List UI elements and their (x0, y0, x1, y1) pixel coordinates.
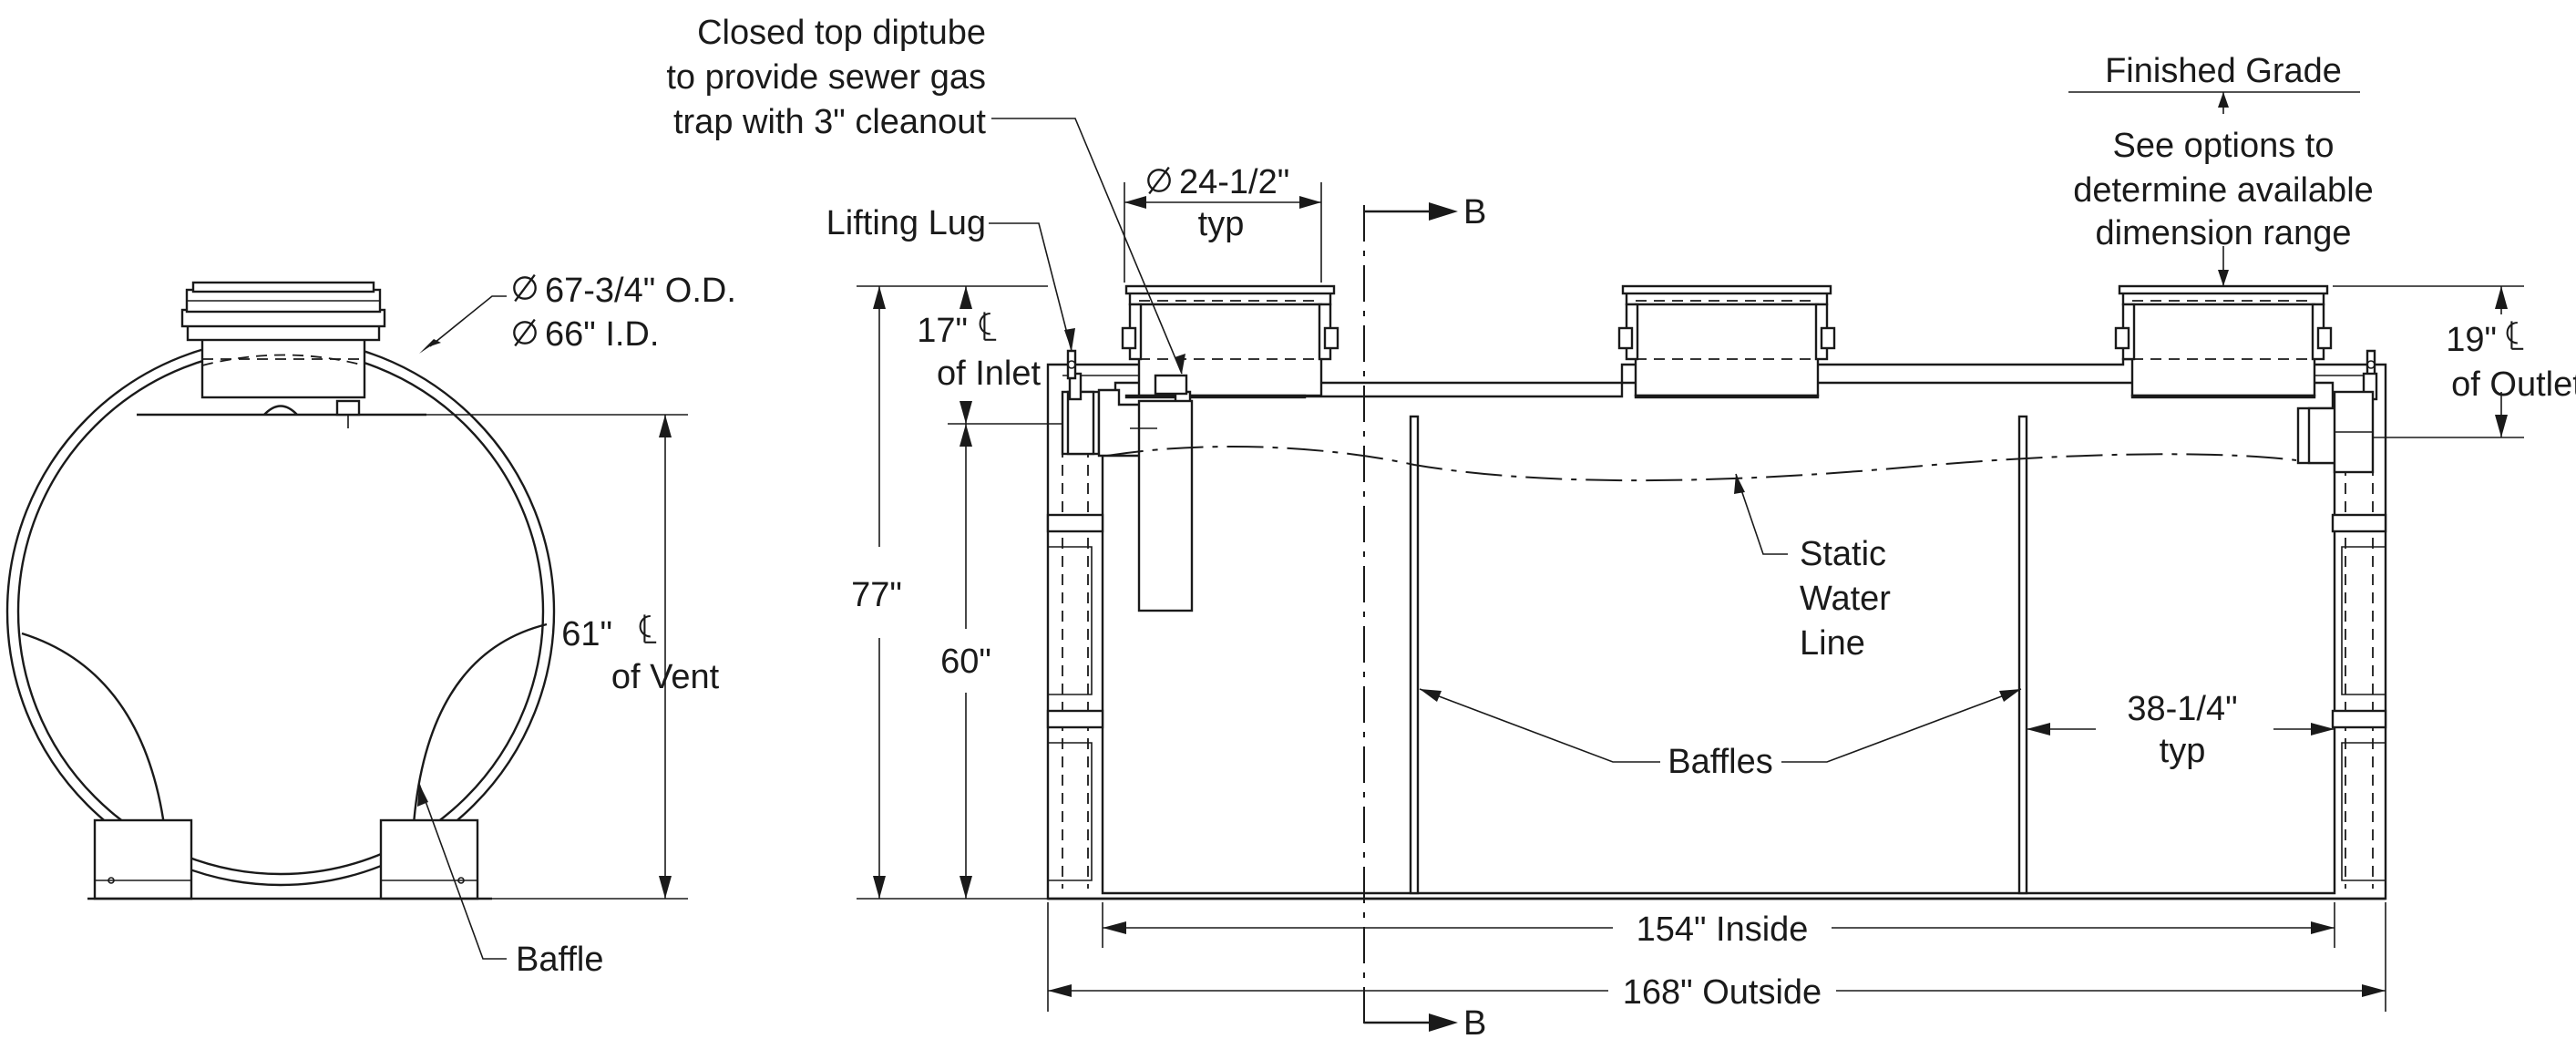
labels: 67-3/4" O.D. 66" I.D. 61" of Vent Baffle… (513, 14, 2576, 1039)
baffle-spacing-typ-label: typ (2160, 732, 2206, 770)
diptube-label-line2: to provide sewer gas (666, 58, 986, 97)
end-view-baffle-right (410, 622, 548, 858)
vent-height-label: 61" (561, 615, 612, 653)
baffle-spacing-label: 38-1/4" (2127, 690, 2237, 728)
section-mark-bottom: B (1463, 1004, 1486, 1039)
static-water-line3: Line (1800, 624, 1865, 663)
end-view-riser (180, 281, 386, 399)
side-view (857, 91, 2524, 1032)
manway-2 (1617, 284, 1836, 399)
inlet-invert-label: 60" (940, 643, 991, 681)
lifting-lug-left (1066, 349, 1077, 380)
outlet-assembly (2296, 390, 2375, 474)
diptube-label-line1: Closed top diptube (697, 14, 986, 52)
static-water-line1: Static (1800, 535, 1886, 573)
section-mark-top: B (1463, 193, 1486, 231)
end-baffle-label: Baffle (516, 941, 603, 979)
end-view-shell-inner (16, 347, 545, 876)
outlet-height-label: 19" (2446, 321, 2497, 359)
end-view-baffle-left (21, 632, 169, 858)
static-water-line2: Water (1800, 580, 1891, 618)
baffles-label: Baffles (1668, 743, 1772, 781)
inlet-of-label: of Inlet (937, 355, 1042, 393)
end-view-shell-outer (5, 336, 556, 887)
outside-length-label: 168" Outside (1623, 973, 1822, 1012)
end-view-foot-right (379, 818, 479, 900)
inlet-height-label: 17" (917, 312, 968, 350)
end-view-foot-left (93, 818, 193, 900)
static-water-line (1106, 445, 2297, 482)
vent-of-label: of Vent (611, 658, 720, 696)
see-options-line3: dimension range (2096, 214, 2352, 252)
id-diameter-label: 66" I.D. (545, 315, 659, 354)
interior-baffle-2 (2017, 415, 2028, 895)
end-wall-right (2331, 392, 2387, 889)
overall-height-label: 77" (851, 576, 902, 614)
tank-outer-wall (1046, 357, 2387, 900)
interior-baffle-1 (1409, 415, 1420, 895)
manway-typ-label: typ (1198, 205, 1245, 243)
lifting-lug-label: Lifting Lug (826, 204, 986, 242)
inlet-assembly (1061, 372, 1194, 612)
outlet-of-label: of Outlet (2451, 365, 2576, 404)
inside-length-label: 154" Inside (1637, 910, 1809, 949)
od-diameter-label: 67-3/4" O.D. (545, 272, 736, 310)
end-view (5, 281, 688, 960)
end-wall-left (1046, 392, 1104, 889)
manway-3 (2114, 284, 2333, 399)
see-options-line1: See options to (2113, 127, 2335, 165)
manway-diameter-label: 24-1/2" (1179, 163, 1289, 201)
finished-grade-label: Finished Grade (2105, 52, 2342, 90)
diptube-label-line3: trap with 3" cleanout (673, 103, 986, 141)
see-options-line2: determine available (2073, 171, 2374, 210)
